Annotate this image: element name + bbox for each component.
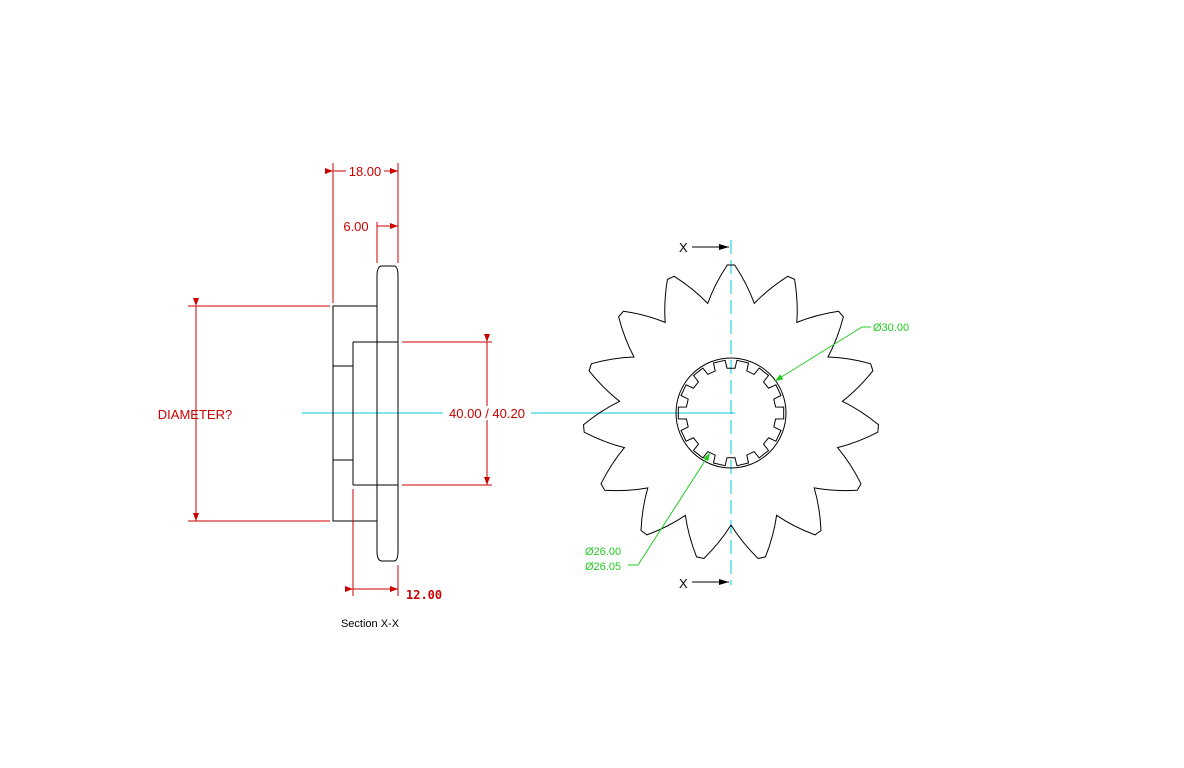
dim-18-label: 18.00	[349, 164, 382, 179]
section-marker-top: X	[679, 240, 688, 255]
inner-spline-dia-label-2: Ø26.05	[585, 561, 621, 573]
dim-12-label: 12.00	[406, 588, 442, 602]
leader-outer-spline	[774, 326, 871, 382]
hub-outline	[332, 305, 398, 522]
dim-diameter	[188, 298, 330, 522]
dim-18	[325, 163, 399, 303]
dim-12	[345, 489, 399, 596]
bore-circle	[675, 357, 787, 469]
dim-6	[376, 222, 398, 263]
sprocket-plate-outline	[376, 265, 399, 562]
bore-label: 40.00 / 40.20	[449, 406, 525, 421]
sprocket-outline	[582, 264, 880, 560]
front-view: X X Ø30.00 Ø26.00 Ø26.05	[582, 240, 909, 591]
section-caption: Section X-X	[341, 618, 400, 630]
diameter-label: DIAMETER?	[158, 407, 232, 422]
section-view: 18.00 6.00 DIAMETER? 40.00 / 40.20 12.	[158, 163, 735, 630]
dim-6-label: 6.00	[343, 219, 368, 234]
leader-inner-spline	[628, 452, 711, 566]
section-marker-bottom: X	[679, 576, 688, 591]
spline-outline	[677, 359, 785, 467]
bore-label-bg	[443, 406, 531, 420]
inner-spline-dia-label-1: Ø26.00	[585, 546, 621, 558]
outer-spline-dia-label: Ø30.00	[873, 322, 909, 334]
